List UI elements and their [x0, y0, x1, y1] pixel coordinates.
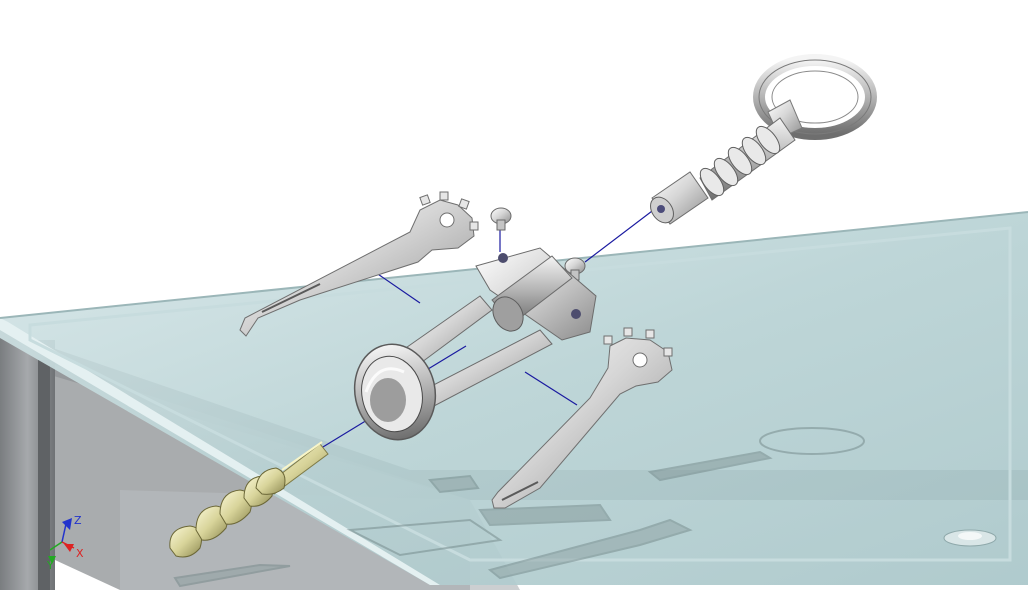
handle-part[interactable] — [646, 54, 877, 227]
x-axis-label: X — [76, 547, 84, 560]
pin-upper[interactable] — [490, 207, 512, 231]
x-axis-arrow-icon — [64, 544, 74, 552]
left-lever-arm[interactable] — [239, 191, 479, 337]
bell-part[interactable] — [346, 337, 444, 448]
glass-reflection — [173, 427, 865, 588]
orientation-triad: Z Y X — [46, 514, 84, 572]
y-axis-label: Y — [46, 559, 54, 572]
y-axis-arrow-icon — [48, 556, 56, 564]
z-axis-arrow-icon — [62, 518, 72, 530]
right-lever-arm[interactable] — [491, 327, 673, 509]
body-frame[interactable] — [399, 247, 597, 407]
pin-lower[interactable] — [564, 257, 586, 281]
worm-screw[interactable] — [169, 441, 329, 558]
table-glass-top — [0, 212, 1028, 585]
z-axis-label: Z — [74, 514, 82, 527]
